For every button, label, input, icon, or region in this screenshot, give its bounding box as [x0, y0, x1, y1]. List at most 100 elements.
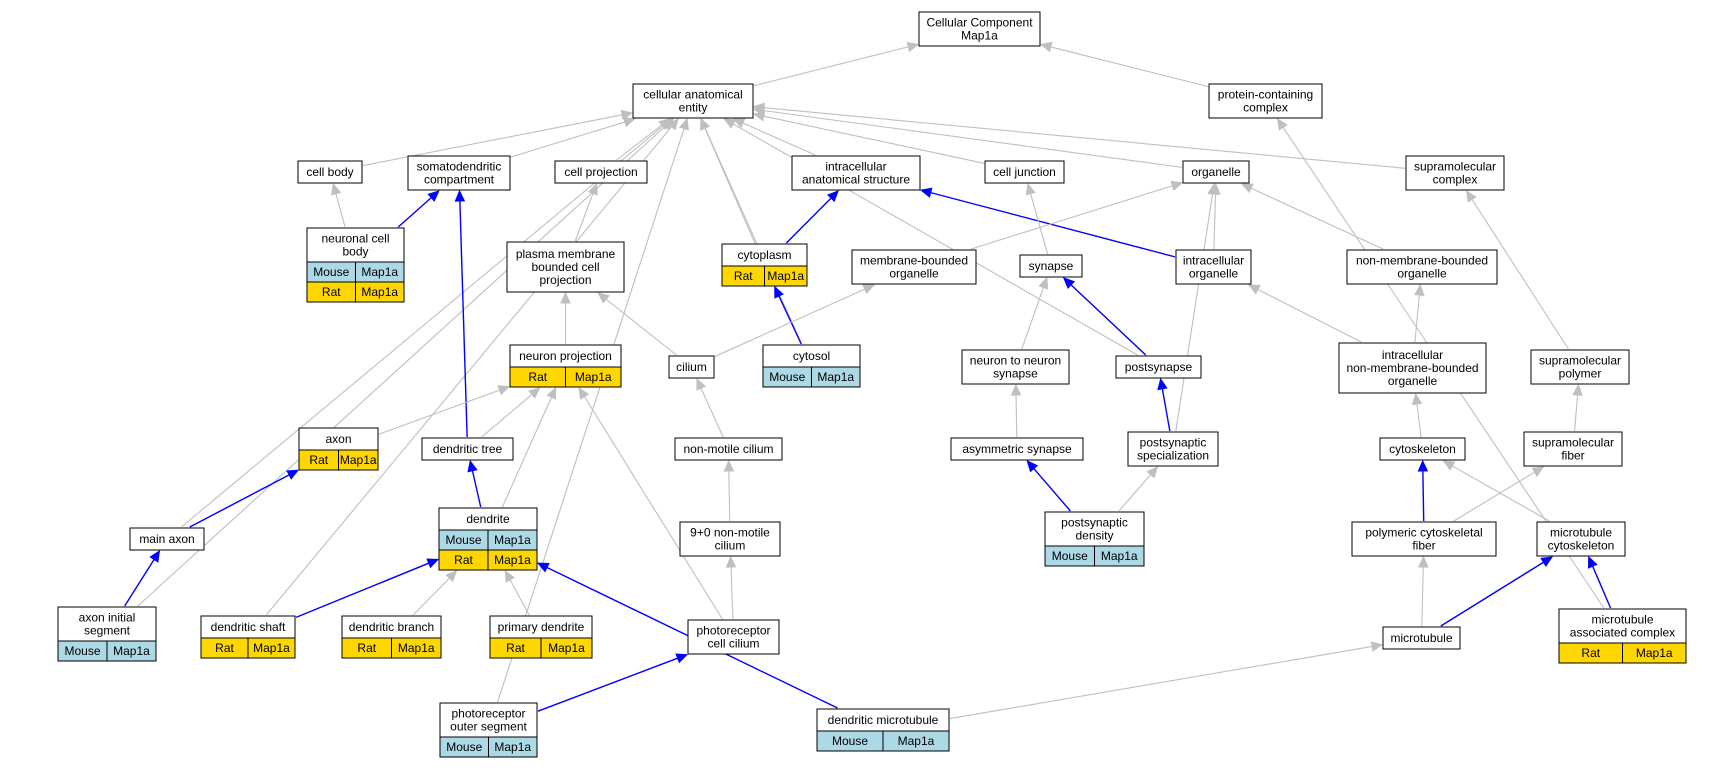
edge-mt-to-mtcyto	[1440, 556, 1554, 627]
node-inmbo[interactable]: intracellularnon-membrane-boundedorganel…	[1338, 342, 1487, 394]
node-synapse[interactable]: synapse	[1019, 254, 1083, 278]
gene-label: Map1a	[494, 553, 531, 567]
edge-line	[1175, 193, 1214, 432]
edge-line	[971, 185, 1173, 250]
species-label: Mouse	[1052, 549, 1088, 563]
node-box	[1405, 155, 1505, 191]
edge-dendrite-to-neuproj	[501, 386, 557, 508]
edge-line	[1452, 465, 1550, 522]
gene-label: Map1a	[494, 533, 531, 547]
node-box	[297, 160, 363, 184]
species-label: Mouse	[313, 265, 349, 279]
species-label: Mouse	[446, 740, 482, 754]
edge-line	[1033, 468, 1071, 512]
node-cilium[interactable]: cilium	[668, 355, 715, 379]
node-box	[1530, 349, 1630, 385]
gene-label: Map1a	[817, 370, 854, 384]
edge-arrowhead	[597, 292, 610, 304]
node-dendtree[interactable]: dendritic tree	[421, 437, 514, 461]
node-mt[interactable]: microtubule	[1382, 626, 1461, 650]
species-label: Mouse	[769, 370, 805, 384]
edge-line	[1118, 474, 1152, 512]
node-label-line: cytosol	[793, 349, 830, 363]
gene-cell	[106, 640, 157, 662]
node-label-line: plasma membrane	[516, 247, 616, 261]
node-label-line: microtubule	[1591, 613, 1653, 627]
edge-line	[583, 396, 723, 620]
node-celljunc[interactable]: cell junction	[984, 160, 1065, 184]
gene-cell	[355, 281, 405, 303]
edge-arrowhead	[1540, 556, 1554, 568]
node-box	[984, 160, 1065, 184]
species-label: Mouse	[64, 644, 100, 658]
node-nmcilium[interactable]: non-motile cilium	[674, 437, 783, 461]
edge-line	[1421, 566, 1424, 627]
node-label-line: microtubule	[1550, 526, 1612, 540]
edge-ais-to-cae	[137, 118, 675, 607]
node-mainaxon[interactable]: main axon	[129, 527, 205, 551]
edge-arrowhead	[774, 285, 784, 299]
edge-arrowhead	[723, 459, 735, 472]
gene-label: Map1a	[253, 641, 290, 655]
edge-postspec-to-postsyn	[1157, 377, 1171, 432]
edge-arrowhead	[1062, 277, 1076, 290]
node-asynapse[interactable]: asymmetric synapse	[950, 437, 1084, 461]
node-cytoskel[interactable]: cytoskeleton	[1379, 437, 1466, 461]
edge-ncb-to-somato	[397, 190, 440, 228]
node-label-line: cytoskeleton	[1389, 442, 1456, 456]
edge-arrowhead	[1418, 555, 1429, 568]
gene-label: Map1a	[113, 644, 150, 658]
annotation-row-mouse: Mouse Map1a	[762, 366, 861, 388]
edge-line	[730, 566, 734, 620]
edge-line	[714, 288, 866, 357]
edge-arrowhead	[696, 377, 707, 391]
edge-neuproj-to-pmbcp	[560, 291, 571, 344]
node-label-line: cytoplasm	[737, 248, 791, 262]
node-cellbody[interactable]: cell body	[297, 160, 363, 184]
node-label-line: microtubule	[1390, 631, 1452, 645]
edge-arrowhead	[678, 117, 689, 131]
node-cellproj[interactable]: cell projection	[554, 160, 648, 184]
edge-prcc-to-neuproj	[578, 386, 723, 620]
node-postsyn[interactable]: postsynapse	[1115, 355, 1202, 379]
edge-arrowhead	[1370, 641, 1384, 652]
node-label-line: dendritic shaft	[211, 620, 286, 634]
node-label-line: fiber	[1412, 539, 1435, 553]
node-label-line: photoreceptor	[451, 707, 525, 721]
node-organelle[interactable]: organelle	[1182, 160, 1250, 184]
